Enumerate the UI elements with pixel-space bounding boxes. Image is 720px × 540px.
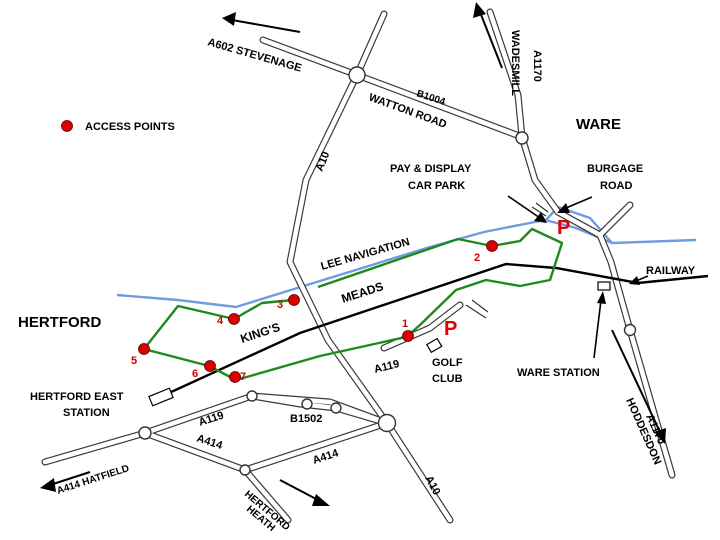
road-a602-label: A602 STEVENAGE bbox=[206, 36, 303, 74]
roundabout bbox=[515, 131, 529, 145]
road-b1502-label: B1502 bbox=[290, 413, 322, 425]
golf-club-icon bbox=[425, 337, 443, 354]
legend-label: ACCESS POINTS bbox=[85, 121, 175, 133]
car-park-label-line2: CAR PARK bbox=[408, 180, 465, 192]
railway-label: RAILWAY bbox=[646, 265, 696, 277]
ware-station-label: WARE STATION bbox=[517, 367, 600, 379]
roundabout bbox=[377, 413, 397, 433]
legend: ACCESS POINTS bbox=[61, 120, 175, 133]
hertford-east-station-icon bbox=[148, 387, 174, 407]
access-point-label: 1 bbox=[402, 318, 408, 330]
road-a1170-north-label: A1170 bbox=[531, 50, 543, 82]
access-point-1[interactable] bbox=[402, 330, 414, 342]
roundabout bbox=[239, 464, 251, 476]
roundabouts bbox=[138, 66, 637, 476]
arrow-hoddesdon-icon bbox=[654, 428, 666, 444]
access-point-6[interactable] bbox=[204, 360, 216, 372]
road-a414-west-label: A414 bbox=[195, 432, 225, 452]
place-ware: WARE bbox=[576, 116, 621, 133]
legend-access-point-icon bbox=[61, 120, 73, 132]
access-point-label: 4 bbox=[217, 315, 224, 327]
burgage-road-label-line1: BURGAGE bbox=[587, 163, 643, 175]
golf-club-label-line2: CLUB bbox=[432, 373, 463, 385]
arrow-hertford-heath-icon bbox=[312, 494, 330, 506]
access-point-4[interactable] bbox=[228, 313, 240, 325]
access-point-3[interactable] bbox=[288, 294, 300, 306]
place-hertford: HERTFORD bbox=[18, 314, 101, 331]
railway-line bbox=[157, 262, 709, 400]
stations bbox=[148, 281, 611, 407]
trail-layer bbox=[142, 227, 564, 382]
ware-station-icon bbox=[597, 281, 611, 291]
roundabout bbox=[348, 66, 366, 84]
access-point-7[interactable] bbox=[229, 371, 241, 383]
arrow-stevenage-icon bbox=[222, 12, 236, 26]
car-park-label-line1: PAY & DISPLAY bbox=[390, 163, 472, 175]
wadesmill-label: WADESMILL bbox=[509, 30, 521, 96]
railway-layer bbox=[157, 262, 709, 400]
arrow-hatfield-icon bbox=[40, 478, 56, 492]
arrow-ware-station-icon bbox=[597, 291, 606, 304]
roundabout bbox=[246, 390, 258, 402]
road-layer bbox=[41, 8, 676, 524]
road-a119-center-label: A119 bbox=[373, 358, 401, 376]
hertford-east-label-line2: STATION bbox=[63, 407, 110, 419]
access-point-2[interactable] bbox=[486, 240, 498, 252]
access-point-label: 7 bbox=[240, 371, 246, 383]
access-point-label: 6 bbox=[192, 368, 198, 380]
arrow-railway-icon bbox=[629, 276, 640, 285]
roundabout bbox=[623, 323, 637, 337]
parking-golf-icon: P bbox=[444, 318, 457, 340]
arrow-burgage-icon bbox=[557, 203, 570, 213]
access-point-label: 2 bbox=[474, 252, 480, 264]
access-point-markers: 1 2 3 4 5 6 7 bbox=[131, 240, 498, 383]
access-point-label: 3 bbox=[277, 299, 283, 311]
burgage-road-label-line2: ROAD bbox=[600, 180, 632, 192]
access-point-5[interactable] bbox=[138, 343, 150, 355]
golf-club-label-line1: GOLF bbox=[432, 357, 463, 369]
parking-ware-icon: P bbox=[557, 217, 570, 239]
arrow-car-park-icon bbox=[534, 212, 547, 223]
roundabout bbox=[138, 426, 152, 440]
arrows bbox=[40, 2, 666, 506]
hertford-east-label-line1: HERTFORD EAST bbox=[30, 391, 124, 403]
roundabout bbox=[301, 398, 313, 410]
arrow-wadesmill-icon bbox=[473, 2, 486, 18]
roundabout bbox=[330, 402, 342, 414]
place-meads: MEADS bbox=[340, 279, 386, 306]
access-point-label: 5 bbox=[131, 355, 137, 367]
place-kings: KING'S bbox=[239, 320, 282, 346]
meads-trail bbox=[142, 227, 564, 382]
